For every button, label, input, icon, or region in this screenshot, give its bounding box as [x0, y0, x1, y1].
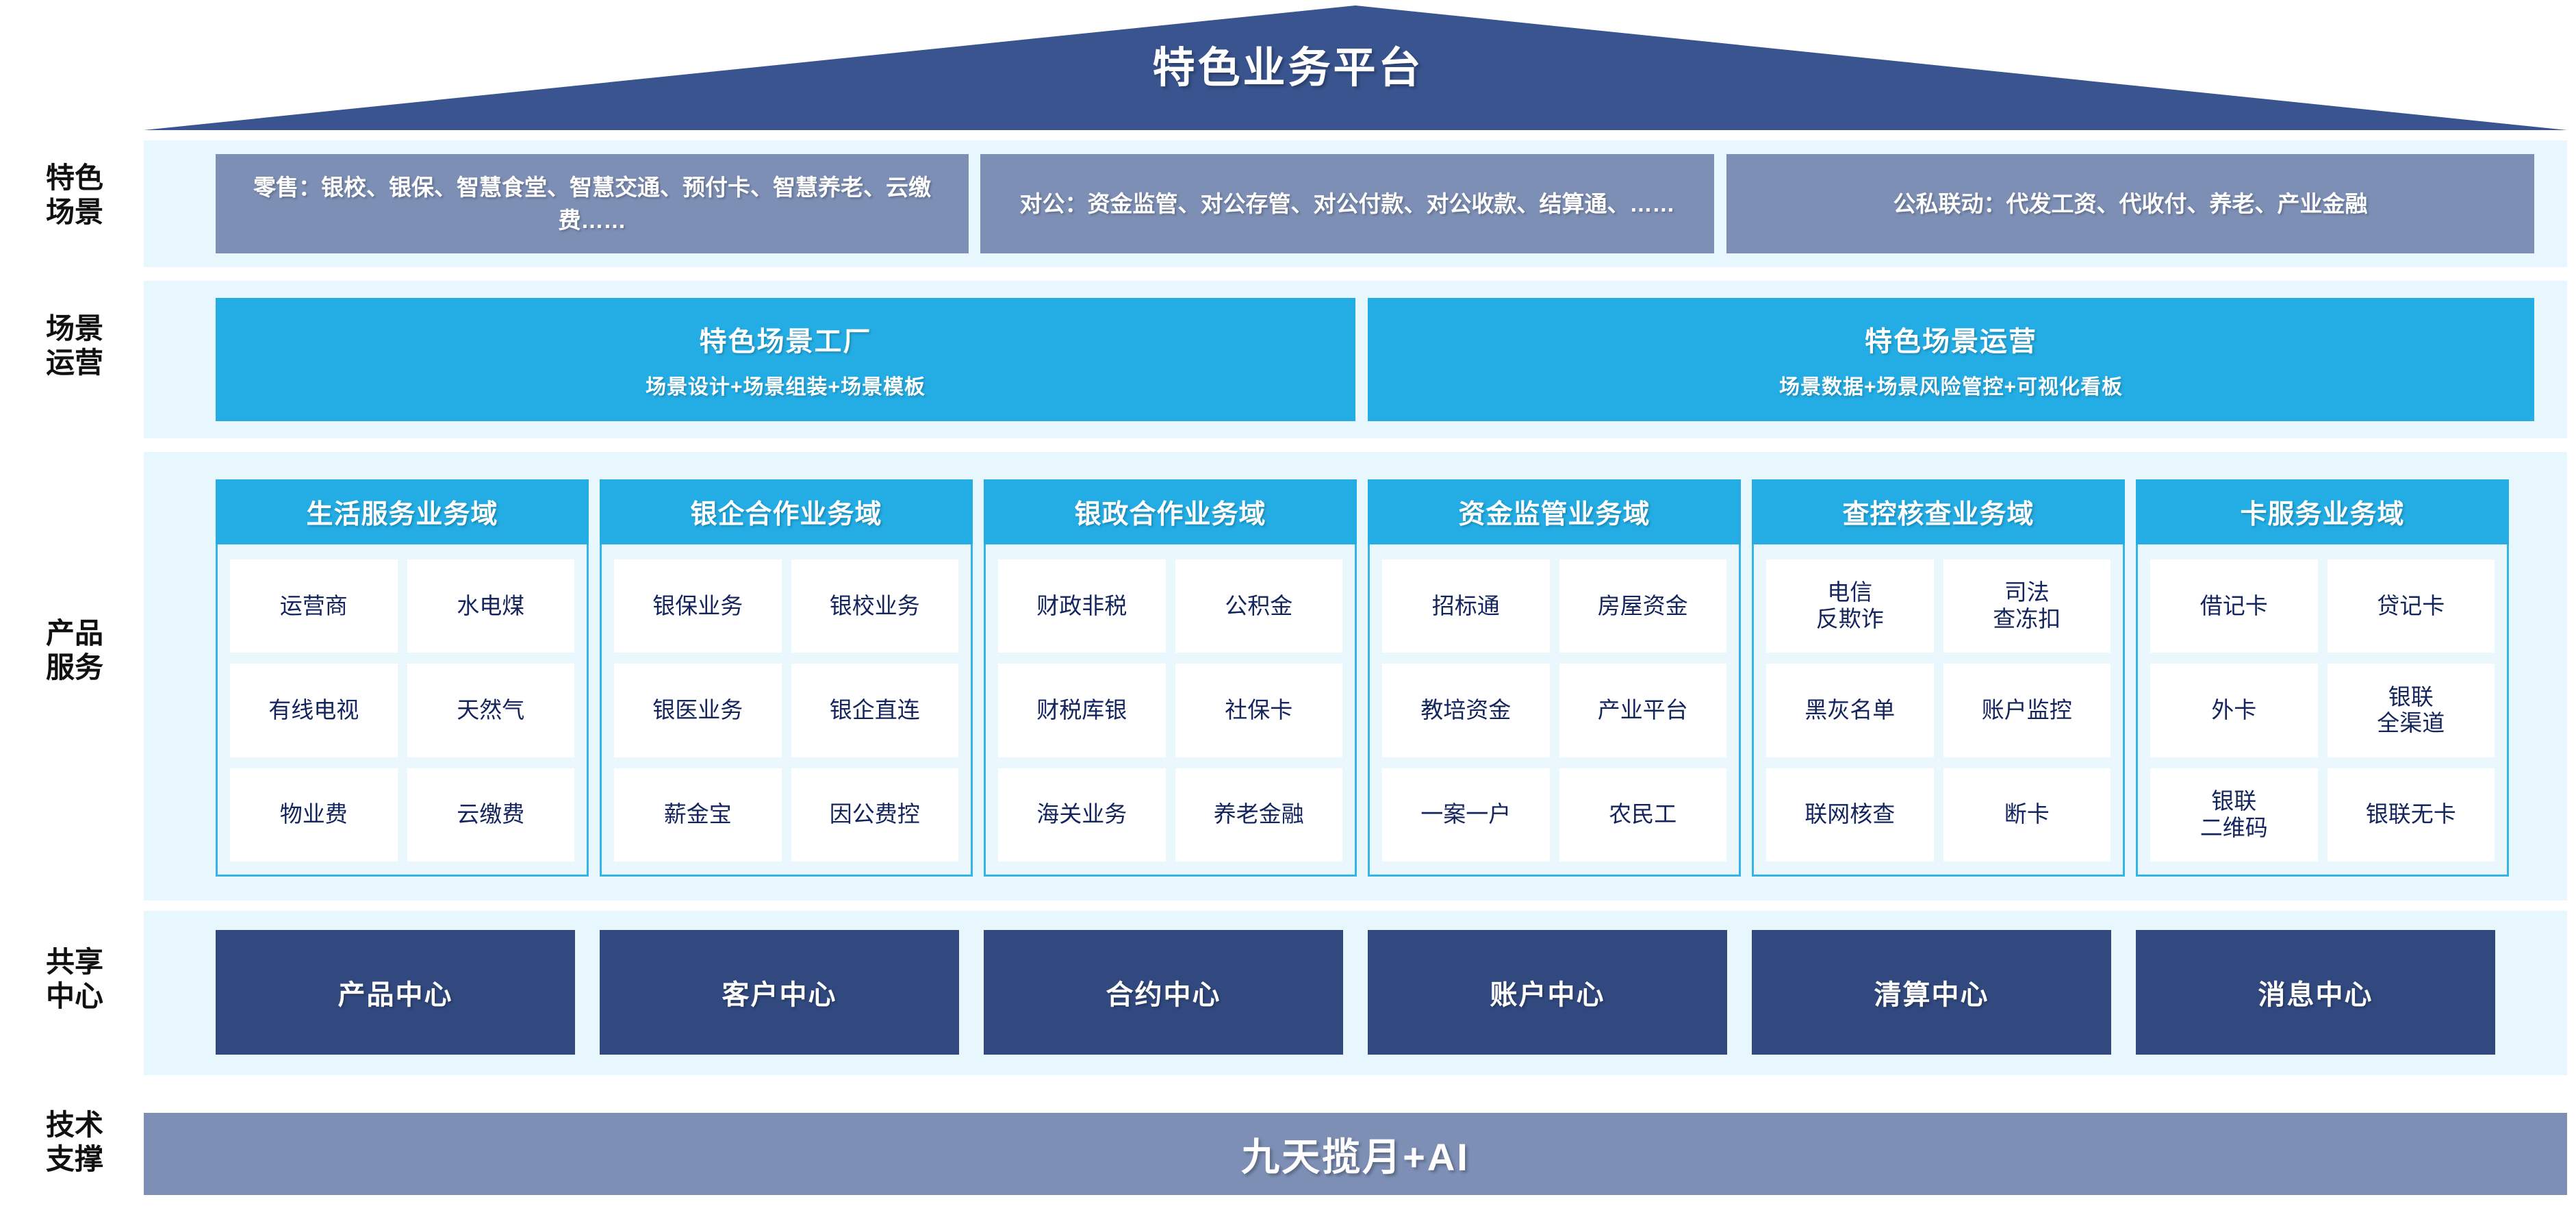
row-label-shared: 共享 中心 — [45, 946, 103, 1012]
domain-cell[interactable]: 养老金融 — [1175, 768, 1342, 862]
domain-cell[interactable]: 水电煤 — [407, 560, 574, 653]
domain-cell[interactable]: 电信 反欺诈 — [1766, 560, 1934, 653]
domain-cell[interactable]: 银联无卡 — [2327, 768, 2495, 862]
domain-cell[interactable]: 财税库银 — [998, 664, 1166, 757]
scene-box-public-private[interactable]: 公私联动：代发工资、代收付、养老、产业金融 — [1726, 154, 2534, 253]
domain-cell[interactable]: 司法 查冻扣 — [1943, 560, 2110, 653]
domain-title: 银政合作业务域 — [984, 479, 1357, 544]
domain-cell[interactable]: 联网核查 — [1766, 768, 1934, 862]
domain-cell[interactable]: 农民工 — [1559, 768, 1726, 862]
domain-cell[interactable]: 一案一户 — [1382, 768, 1550, 862]
domain-cell[interactable]: 产业平台 — [1559, 664, 1726, 757]
domain-cell[interactable]: 银校业务 — [791, 560, 958, 653]
domain-cell[interactable]: 云缴费 — [407, 768, 574, 862]
domain-cell[interactable]: 海关业务 — [998, 768, 1166, 862]
domain-cell[interactable]: 银企直连 — [791, 664, 958, 757]
domain-cell[interactable]: 账户监控 — [1943, 664, 2110, 757]
platform-roof: 特色业务平台 — [0, 0, 2576, 137]
domain-cell[interactable]: 天然气 — [407, 664, 574, 757]
ops-subtitle: 场景设计+场景组装+场景模板 — [645, 376, 926, 399]
scene-box-corporate[interactable]: 对公：资金监管、对公存管、对公付款、对公收款、结算通、…… — [980, 154, 1714, 253]
shared-center-account[interactable]: 账户中心 — [1368, 930, 1727, 1055]
domain-cell-grid: 借记卡 贷记卡 外卡 银联 全渠道 银联 二维码 银联无卡 — [2138, 544, 2507, 877]
shared-center-product[interactable]: 产品中心 — [216, 930, 575, 1055]
shared-center-message[interactable]: 消息中心 — [2136, 930, 2495, 1055]
domain-cell[interactable]: 银联 全渠道 — [2327, 664, 2495, 757]
domain-cell[interactable]: 物业费 — [230, 768, 398, 862]
domain-cell[interactable]: 黑灰名单 — [1766, 664, 1934, 757]
domain-column-fund-supervision[interactable]: 资金监管业务域 招标通 房屋资金 教培资金 产业平台 一案一户 农民工 — [1368, 479, 1741, 877]
domain-title: 卡服务业务域 — [2136, 479, 2509, 544]
domain-cell[interactable]: 薪金宝 — [614, 768, 782, 862]
domain-cell[interactable]: 社保卡 — [1175, 664, 1342, 757]
domain-cell[interactable]: 断卡 — [1943, 768, 2110, 862]
tech-support-bar: 九天揽月+AI — [144, 1113, 2567, 1195]
domain-cell[interactable]: 因公费控 — [791, 768, 958, 862]
ops-box-scene-factory[interactable]: 特色场景工厂 场景设计+场景组装+场景模板 — [216, 298, 1355, 421]
domain-column-bank-government[interactable]: 银政合作业务域 财政非税 公积金 财税库银 社保卡 海关业务 养老金融 — [984, 479, 1357, 877]
row-label-product: 产品 服务 — [45, 617, 103, 683]
domain-column-bank-enterprise[interactable]: 银企合作业务域 银保业务 银校业务 银医业务 银企直连 薪金宝 因公费控 — [600, 479, 973, 877]
row-label-tech: 技术 支撑 — [45, 1109, 103, 1175]
domain-cell-grid: 财政非税 公积金 财税库银 社保卡 海关业务 养老金融 — [986, 544, 1355, 877]
domain-cell[interactable]: 银保业务 — [614, 560, 782, 653]
domain-cell[interactable]: 借记卡 — [2150, 560, 2318, 653]
domain-cell[interactable]: 教培资金 — [1382, 664, 1550, 757]
domain-cell-grid: 银保业务 银校业务 银医业务 银企直连 薪金宝 因公费控 — [602, 544, 971, 877]
row-label-operation: 场景 运营 — [45, 312, 103, 379]
domain-title: 银企合作业务域 — [600, 479, 973, 544]
scene-box-retail[interactable]: 零售：银校、银保、智慧食堂、智慧交通、预付卡、智慧养老、云缴费…… — [216, 154, 969, 253]
domain-cell[interactable]: 有线电视 — [230, 664, 398, 757]
domain-column-card-service[interactable]: 卡服务业务域 借记卡 贷记卡 外卡 银联 全渠道 银联 二维码 银联无卡 — [2136, 479, 2509, 877]
ops-box-scene-operation[interactable]: 特色场景运营 场景数据+场景风险管控+可视化看板 — [1368, 298, 2534, 421]
page-title: 特色业务平台 — [1152, 45, 1424, 92]
domain-cell[interactable]: 银联 二维码 — [2150, 768, 2318, 862]
domain-title: 资金监管业务域 — [1368, 479, 1741, 544]
ops-title: 特色场景运营 — [1865, 327, 2037, 357]
domain-title: 生活服务业务域 — [216, 479, 589, 544]
shared-center-contract[interactable]: 合约中心 — [984, 930, 1343, 1055]
domain-cell[interactable]: 运营商 — [230, 560, 398, 653]
domain-cell[interactable]: 贷记卡 — [2327, 560, 2495, 653]
domain-cell[interactable]: 招标通 — [1382, 560, 1550, 653]
domain-cell[interactable]: 房屋资金 — [1559, 560, 1726, 653]
domain-column-investigation[interactable]: 查控核查业务域 电信 反欺诈 司法 查冻扣 黑灰名单 账户监控 联网核查 断卡 — [1752, 479, 2125, 877]
domain-cell[interactable]: 外卡 — [2150, 664, 2318, 757]
domain-title: 查控核查业务域 — [1752, 479, 2125, 544]
domain-cell-grid: 招标通 房屋资金 教培资金 产业平台 一案一户 农民工 — [1370, 544, 1739, 877]
domain-cell-grid: 电信 反欺诈 司法 查冻扣 黑灰名单 账户监控 联网核查 断卡 — [1754, 544, 2123, 877]
shared-center-clearing[interactable]: 清算中心 — [1752, 930, 2111, 1055]
domain-cell[interactable]: 公积金 — [1175, 560, 1342, 653]
row-label-scene: 特色 场景 — [45, 162, 103, 228]
domain-cell[interactable]: 银医业务 — [614, 664, 782, 757]
domain-cell[interactable]: 财政非税 — [998, 560, 1166, 653]
shared-center-customer[interactable]: 客户中心 — [600, 930, 959, 1055]
ops-title: 特色场景工厂 — [699, 327, 872, 357]
domain-cell-grid: 运营商 水电煤 有线电视 天然气 物业费 云缴费 — [218, 544, 587, 877]
ops-subtitle: 场景数据+场景风险管控+可视化看板 — [1778, 376, 2124, 399]
domain-column-life-service[interactable]: 生活服务业务域 运营商 水电煤 有线电视 天然气 物业费 云缴费 — [216, 479, 589, 877]
